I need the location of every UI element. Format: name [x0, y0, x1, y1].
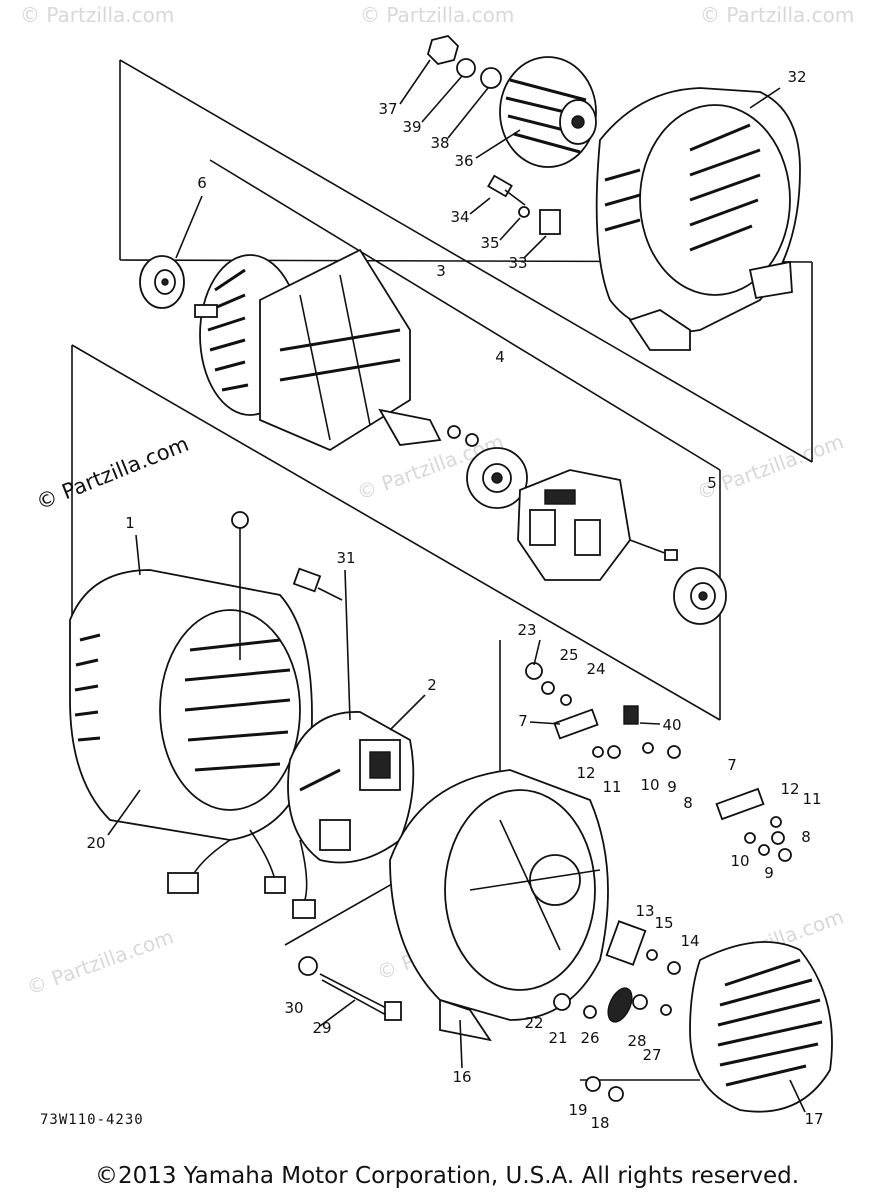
rotor-assembly-3	[194, 248, 442, 452]
callout-28: 28	[627, 1032, 646, 1050]
bearing-6	[139, 255, 185, 309]
connector-20	[167, 872, 199, 894]
callout-23: 23	[517, 621, 536, 639]
callout-3: 3	[436, 262, 446, 280]
callout-19: 19	[568, 1101, 587, 1119]
washer-35	[518, 206, 530, 218]
stator-housing-1	[69, 511, 316, 919]
callout-37: 37	[378, 100, 397, 118]
rotor-fasteners	[447, 425, 479, 447]
diode-parts	[553, 987, 672, 1023]
front-cover-16	[389, 769, 609, 1042]
callout-40: 40	[662, 716, 681, 734]
nut-37	[426, 35, 460, 65]
callout-32: 32	[787, 68, 806, 86]
callout-36: 36	[454, 152, 473, 170]
rectifier-13	[605, 920, 681, 975]
bearing-4	[466, 447, 528, 509]
callout-7b: 7	[727, 756, 737, 774]
callout-7a: 7	[518, 712, 528, 730]
callout-20: 20	[86, 834, 105, 852]
field-coil-2	[287, 711, 415, 864]
callout-12a: 12	[576, 764, 595, 782]
callout-21: 21	[548, 1029, 567, 1047]
bearing-5	[673, 567, 727, 625]
bolt-31	[292, 567, 343, 601]
callout-1: 1	[125, 514, 135, 532]
callout-8b: 8	[801, 828, 811, 846]
callout-25: 25	[559, 646, 578, 664]
callout-9a: 9	[667, 778, 677, 796]
bracket-fasteners	[487, 174, 561, 235]
callout-11a: 11	[602, 778, 621, 796]
callout-13: 13	[635, 902, 654, 920]
washer-39	[456, 58, 476, 78]
end-cover-17	[689, 941, 833, 1113]
screws-18-19	[585, 1076, 624, 1102]
callout-38: 38	[430, 134, 449, 152]
callout-11b: 11	[802, 790, 821, 808]
leader-lines	[107, 59, 806, 1113]
callout-2: 2	[427, 676, 437, 694]
callout-8a: 8	[683, 794, 693, 812]
callout-33: 33	[508, 254, 527, 272]
diagram-code: 73W110-4230	[40, 1112, 144, 1128]
watermark: © Partzilla.com	[24, 924, 177, 999]
watermark: © Partzilla.com	[700, 3, 854, 27]
brush-holder	[525, 662, 792, 862]
watermark-dark: © Partzilla.com	[33, 432, 192, 515]
copyright-notice: ©2013 Yamaha Motor Corporation, U.S.A. A…	[94, 1163, 800, 1189]
callout-12b: 12	[780, 780, 799, 798]
callout-5: 5	[707, 474, 717, 492]
washer-38	[480, 67, 502, 89]
callout-17: 17	[804, 1110, 823, 1128]
callout-15: 15	[654, 914, 673, 932]
washer-30	[298, 956, 318, 976]
callout-24: 24	[586, 660, 605, 678]
rear-housing-32	[595, 87, 801, 351]
callout-26: 26	[580, 1029, 599, 1047]
bracket-33	[539, 209, 561, 235]
callout-9b: 9	[764, 864, 774, 882]
exciter-stator	[517, 469, 678, 581]
callout-22: 22	[524, 1014, 543, 1032]
callout-labels: 1 2 3 4 5 6 7 7 8 8 9 9 10 10 11 11 12 1…	[86, 68, 823, 1132]
callout-29: 29	[312, 1019, 331, 1037]
callout-30: 30	[284, 999, 303, 1017]
callout-10b: 10	[730, 852, 749, 870]
callout-35: 35	[480, 234, 499, 252]
callout-4: 4	[495, 348, 505, 366]
callout-6: 6	[197, 174, 207, 192]
callout-39: 39	[402, 118, 421, 136]
callout-18: 18	[590, 1114, 609, 1132]
callout-34: 34	[450, 208, 469, 226]
watermark: © Partzilla.com	[20, 3, 174, 27]
pulley-assembly	[426, 35, 597, 168]
callout-14: 14	[680, 932, 699, 950]
callout-27: 27	[642, 1046, 661, 1064]
watermark: © Partzilla.com	[360, 3, 514, 27]
callout-31: 31	[336, 549, 355, 567]
callout-10a: 10	[640, 776, 659, 794]
through-bolt-29	[298, 956, 402, 1021]
callout-16: 16	[452, 1068, 471, 1086]
